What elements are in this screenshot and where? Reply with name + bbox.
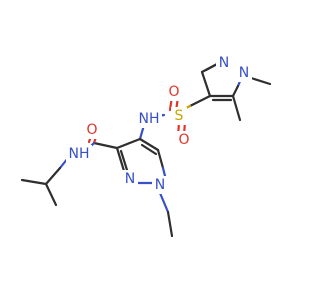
bond (115, 137, 142, 150)
bond (138, 137, 160, 152)
structure-svg: N N S O O NH O NH N N (20, 54, 272, 238)
nitrogen-label: N (219, 55, 229, 71)
bond (249, 76, 272, 86)
bond (188, 94, 212, 108)
bond (119, 149, 129, 172)
molecule-diagram: N N S O O NH O NH N N (20, 54, 272, 238)
nh-amide-label: NH (69, 146, 90, 162)
nitrogen-label: N (125, 171, 135, 187)
bond (156, 148, 165, 170)
bond (20, 178, 48, 186)
bond (92, 141, 119, 150)
oxygen-label: O (178, 132, 189, 148)
bond (44, 182, 58, 207)
sulfur-label: S (175, 108, 184, 124)
bond (161, 166, 167, 178)
nitrogen-label: N (239, 65, 249, 81)
bond (231, 84, 240, 98)
bond (140, 143, 158, 156)
bond (115, 146, 126, 173)
oxygen-label: O (86, 122, 97, 138)
bond (231, 94, 242, 122)
bond (200, 70, 212, 98)
oxygen-label: O (168, 84, 179, 100)
nh-sulfonamide-label: NH (139, 111, 160, 127)
nitrogen-label: N (155, 177, 165, 193)
bond (166, 210, 174, 238)
bond (44, 166, 62, 186)
atom-labels: N N S O O NH O NH N N (66, 54, 252, 194)
bond (158, 191, 170, 214)
